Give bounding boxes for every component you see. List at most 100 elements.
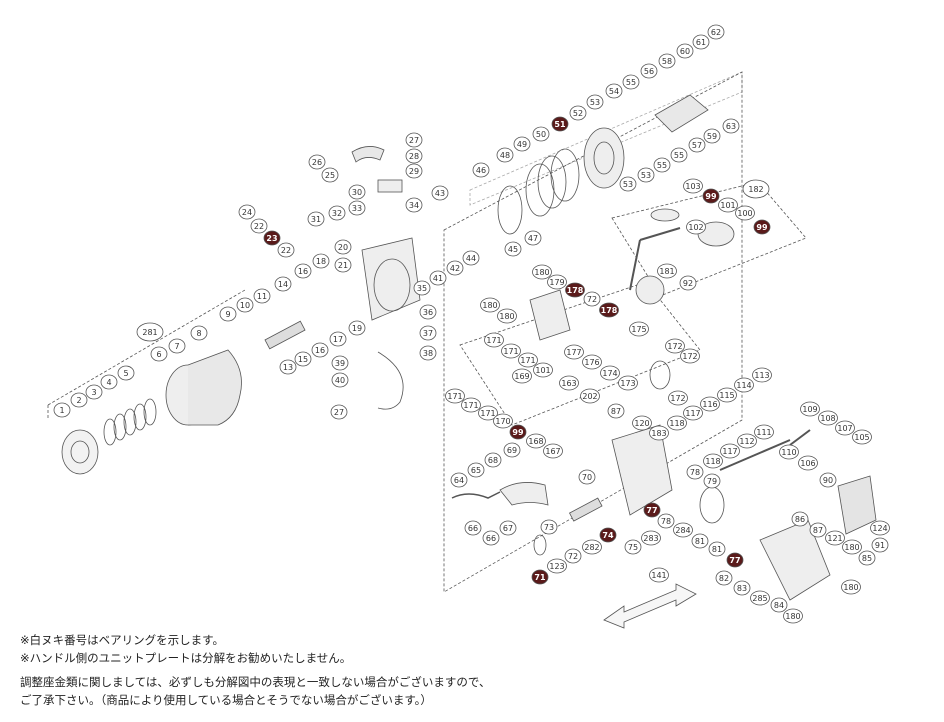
part-callout-badge <box>871 537 889 553</box>
part-callout-badge <box>800 401 820 417</box>
part-callout: 17 <box>329 331 347 347</box>
part-callout-badge <box>754 424 774 440</box>
part-number: 57 <box>692 141 702 150</box>
part-callout: 7 <box>168 338 186 354</box>
part-callout-badge <box>586 94 604 110</box>
part-number: 111 <box>756 428 771 437</box>
part-callout-badge <box>835 420 855 436</box>
part-callout-badge <box>707 24 725 40</box>
lever-drawing <box>451 491 501 499</box>
part-callout-badge <box>717 387 737 403</box>
part-number: 14 <box>278 280 288 289</box>
part-callout-badge <box>770 597 788 613</box>
part-number: 42 <box>450 264 460 273</box>
part-callout-badge <box>649 567 669 583</box>
part-number: 74 <box>602 531 614 540</box>
part-number: 2 <box>76 396 81 405</box>
part-number: 114 <box>736 381 751 390</box>
part-callout: 64 <box>450 472 468 488</box>
part-number: 8 <box>196 329 201 338</box>
part-callout-badge <box>219 306 237 322</box>
note-bearing: ※白ヌキ番号はベアリングを示します。 <box>20 633 224 647</box>
part-number: 26 <box>312 158 322 167</box>
part-number: 118 <box>669 419 684 428</box>
part-callout: 169 <box>512 368 532 384</box>
part-callout-badge <box>624 539 642 555</box>
part-number: 66 <box>486 534 496 543</box>
part-callout: 3 <box>85 384 103 400</box>
bearing-callout-badge <box>551 116 569 132</box>
part-callout-badge <box>583 291 601 307</box>
part-callout: 29 <box>405 163 423 179</box>
part-callout-badge <box>497 308 517 324</box>
note-shims: 調整座金類に関しましては、必ずしも分解図中の表現と一致しない場合がございますので… <box>20 675 491 689</box>
part-callout-badge <box>70 392 88 408</box>
part-callout: 180 <box>841 579 861 595</box>
part-callout: 283 <box>641 530 661 546</box>
note-shims-2: ご了承下さい。（商品により使用している場合とそうでない場合がございます。） <box>20 692 432 707</box>
part-number: 179 <box>549 278 564 287</box>
part-callout: 33 <box>348 200 366 216</box>
part-callout: 55 <box>622 74 640 90</box>
part-number: 32 <box>332 209 342 218</box>
part-callout-badge <box>279 359 297 375</box>
part-callout: 108 <box>818 410 838 426</box>
part-callout: 284 <box>673 522 693 538</box>
part-callout-badge <box>559 375 579 391</box>
part-callout: 21 <box>334 257 352 273</box>
part-callout-badge <box>637 167 655 183</box>
part-callout: 167 <box>543 443 563 459</box>
part-callout: 82 <box>715 570 733 586</box>
part-callout-badge <box>526 433 546 449</box>
part-number: 56 <box>644 67 654 76</box>
part-callout-badge <box>348 184 366 200</box>
part-callout-badge <box>798 455 818 471</box>
part-callout-badge <box>405 148 423 164</box>
part-callout-badge <box>238 204 256 220</box>
part-number: 52 <box>573 109 583 118</box>
gearbox-plate-drawing <box>529 289 571 341</box>
part-callout: 109 <box>800 401 820 417</box>
part-callout-badge <box>667 415 687 431</box>
part-callout-badge <box>504 241 522 257</box>
part-callout: 39 <box>331 355 349 371</box>
part-callout: 72 <box>583 291 601 307</box>
part-callout: 27 <box>330 404 348 420</box>
part-callout-badge <box>464 520 482 536</box>
part-callout: 31 <box>307 211 325 227</box>
part-callout: 20 <box>334 239 352 255</box>
part-number: 38 <box>423 349 433 358</box>
bearing-callout-badge <box>509 424 527 440</box>
part-number: 37 <box>423 329 433 338</box>
part-callout-badge <box>735 205 755 221</box>
part-number: 6 <box>156 350 161 359</box>
part-number: 169 <box>514 372 529 381</box>
part-number: 62 <box>711 28 721 37</box>
part-callout: 282 <box>582 539 602 555</box>
part-number: 92 <box>683 279 693 288</box>
part-callout: 176 <box>582 354 602 370</box>
part-number: 118 <box>705 457 720 466</box>
part-number: 141 <box>651 571 666 580</box>
part-callout-badge <box>668 390 688 406</box>
part-callout: 99 <box>753 219 771 235</box>
part-callout-badge <box>85 384 103 400</box>
part-callout-badge <box>600 365 620 381</box>
part-number: 72 <box>568 552 578 561</box>
part-number: 49 <box>517 140 527 149</box>
part-number: 54 <box>609 87 619 96</box>
part-callout-badge <box>688 137 706 153</box>
part-number: 25 <box>325 171 335 180</box>
part-callout-badge <box>117 365 135 381</box>
part-callout-badge <box>665 338 685 354</box>
part-callout-badge <box>779 444 799 460</box>
part-callout: 4 <box>100 374 118 390</box>
part-callout: 35 <box>413 280 431 296</box>
part-number: 30 <box>352 188 362 197</box>
part-callout: 22 <box>250 218 268 234</box>
part-number: 180 <box>785 612 800 621</box>
part-number: 19 <box>352 324 362 333</box>
part-number: 65 <box>471 466 481 475</box>
part-callout: 172 <box>668 390 688 406</box>
part-callout: 171 <box>461 397 481 413</box>
